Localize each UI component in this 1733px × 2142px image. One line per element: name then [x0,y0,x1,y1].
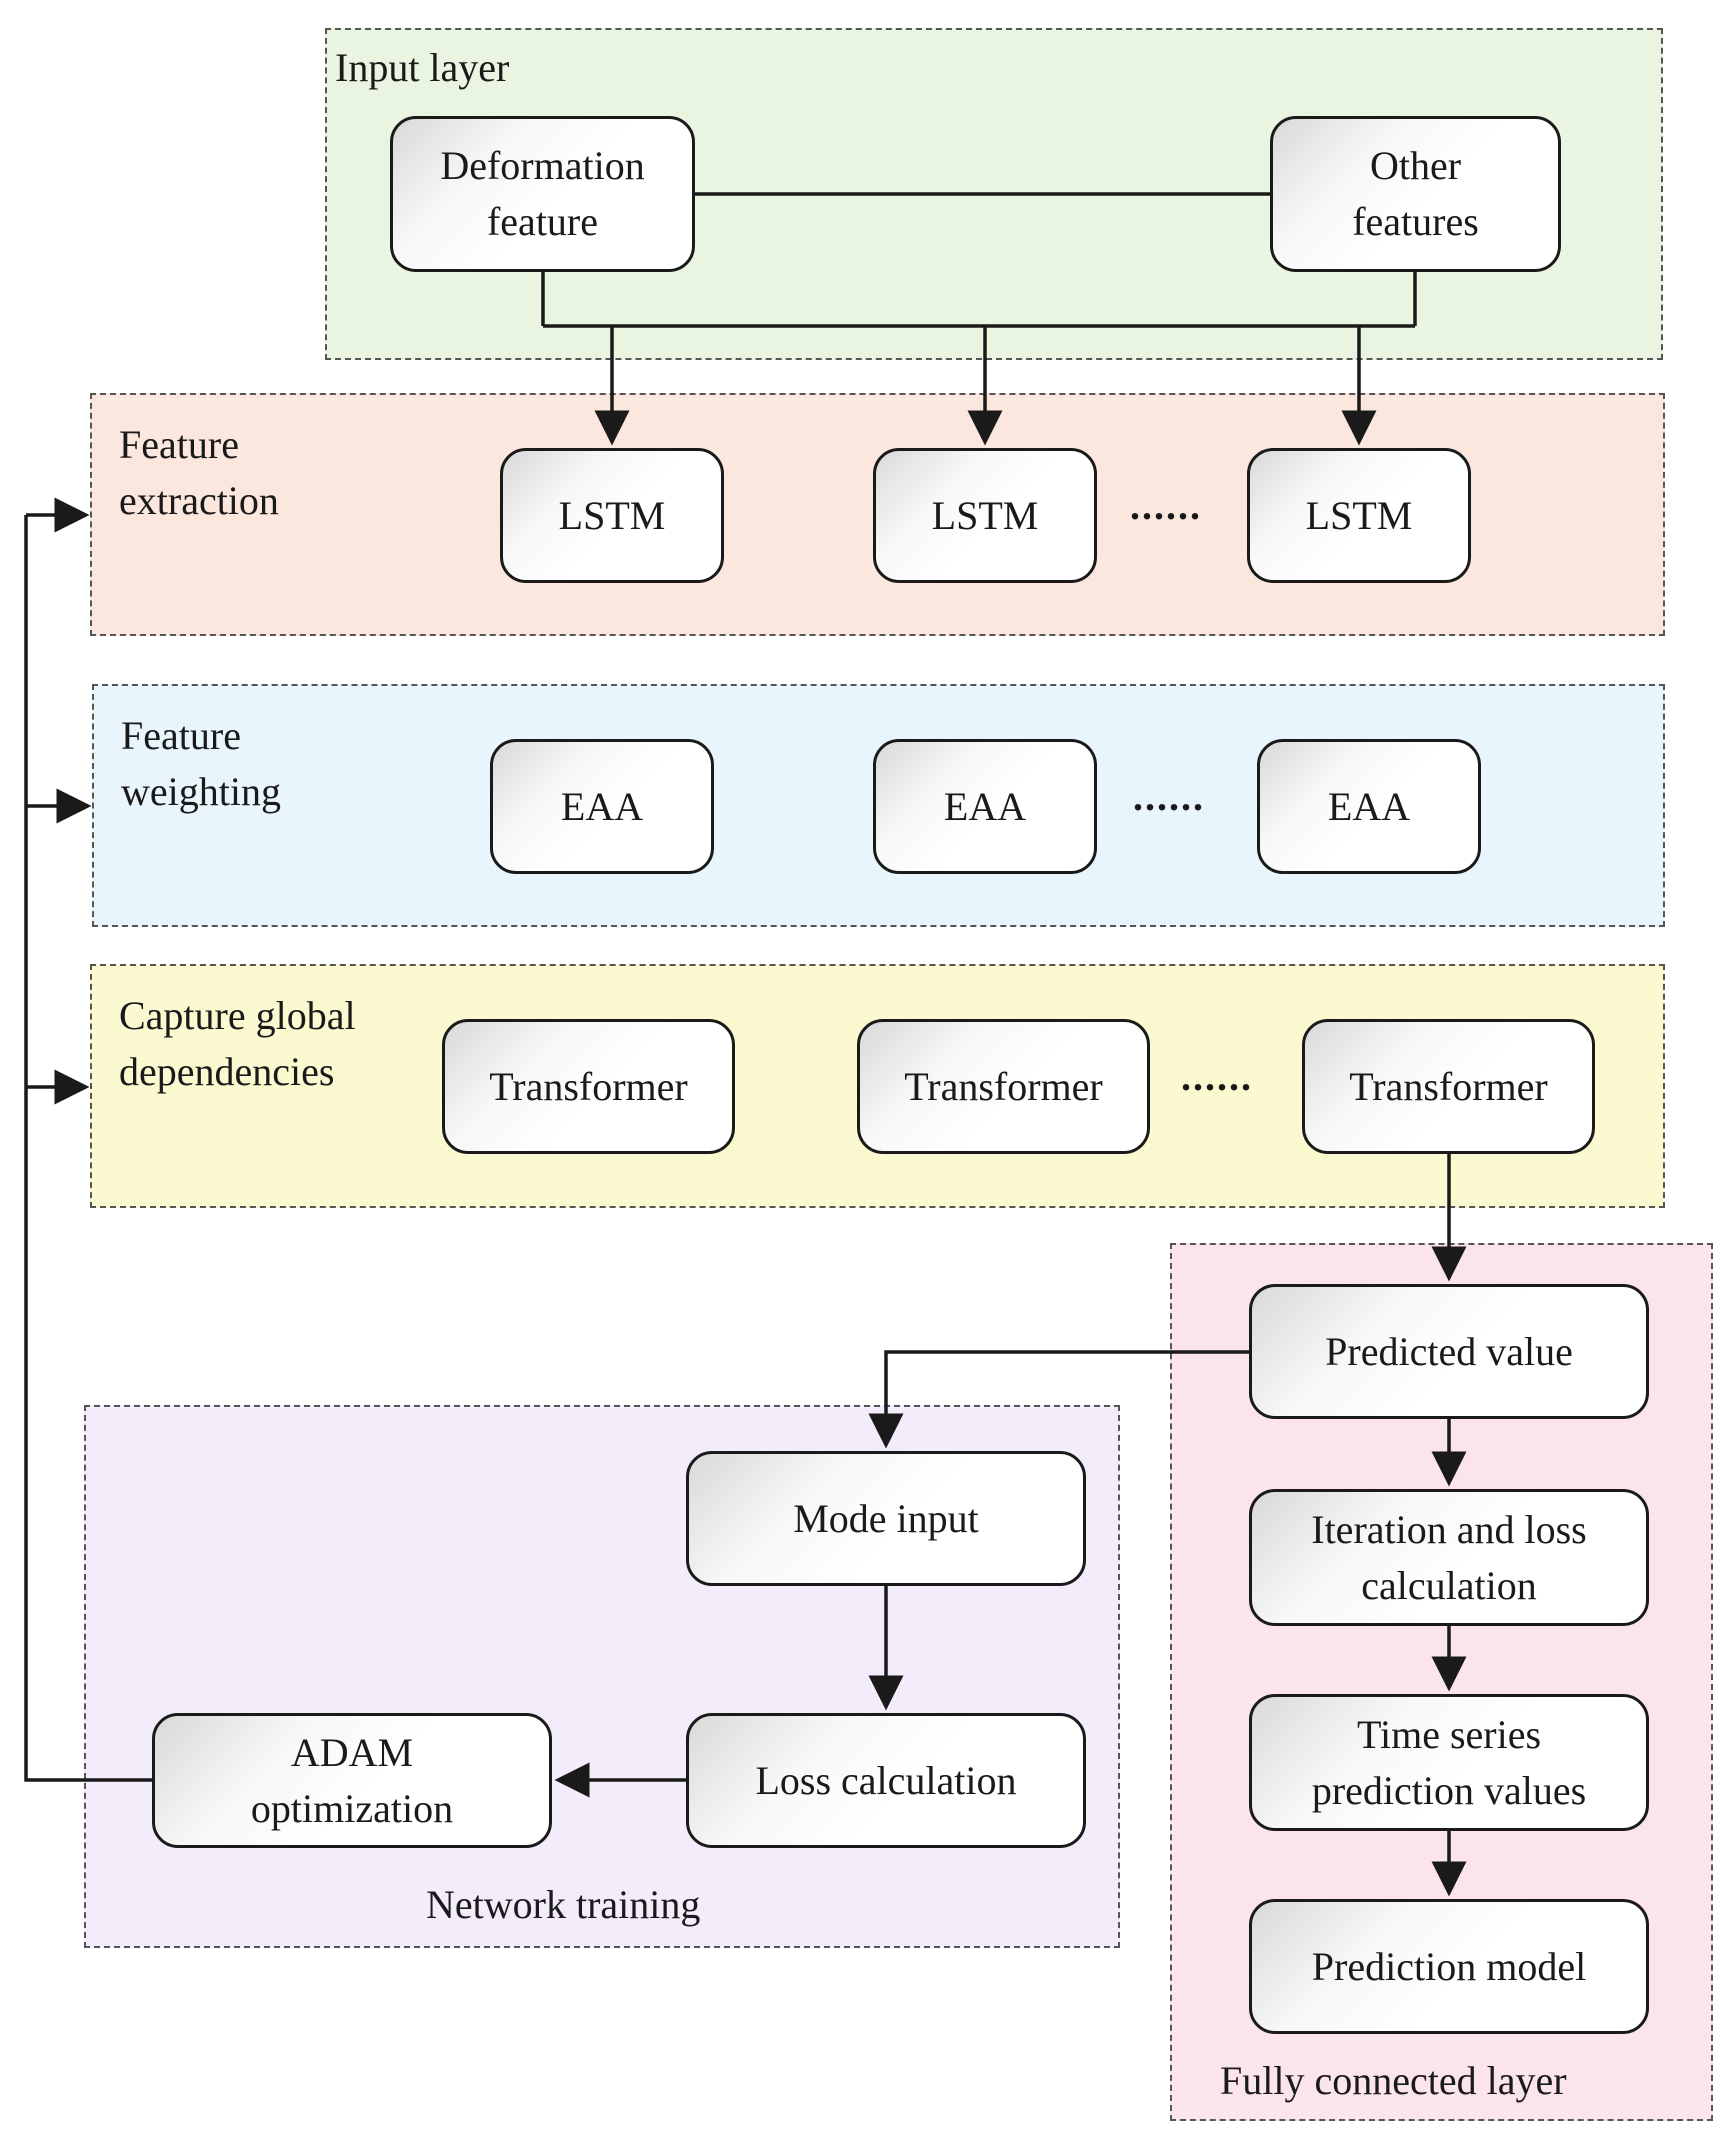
eaa-label-3: EAA [1327,783,1411,829]
other-features-label: Other features [1352,143,1479,244]
eaa-label-1: EAA [560,783,644,829]
transformer-ellipsis: ...... [1181,1054,1253,1099]
adam-optimization-node: ADAM optimization [152,1713,552,1848]
fully-connected-layer-title: Fully connected layer [1220,2058,1567,2103]
time-series-values-node: Time series prediction values [1249,1694,1649,1831]
lstm-label-2: LSTM [931,492,1039,538]
other-features-node: Other features [1270,116,1561,272]
lstm-label-3: LSTM [1305,492,1413,538]
eaa-node-1: EAA [490,739,714,874]
mode-input-node: Mode input [686,1451,1086,1586]
lstm-node-1: LSTM [500,448,724,583]
iteration-loss-node: Iteration and loss calculation [1249,1489,1649,1626]
adam-optimization-label: ADAM optimization [250,1729,454,1831]
transformer-label-1: Transformer [489,1063,688,1109]
loss-calculation-node: Loss calculation [686,1713,1086,1848]
transformer-node-1: Transformer [442,1019,735,1154]
eaa-node-2: EAA [873,739,1097,874]
prediction-model-node: Prediction model [1249,1899,1649,2034]
mode-input-label: Mode input [793,1495,979,1541]
input-layer-title: Input layer [335,45,510,90]
transformer-node-2: Transformer [857,1019,1150,1154]
feature-weighting-title: Feature weighting [121,713,281,814]
lstm-label-1: LSTM [558,492,666,538]
transformer-node-3: Transformer [1302,1019,1595,1154]
eaa-ellipsis: ...... [1133,774,1205,819]
deformation-feature-node: Deformation feature [390,116,695,272]
prediction-model-label: Prediction model [1311,1943,1587,1989]
lstm-node-3: LSTM [1247,448,1471,583]
lstm-node-2: LSTM [873,448,1097,583]
global-dependencies-title: Capture global dependencies [119,993,356,1094]
transformer-label-2: Transformer [904,1063,1103,1109]
eaa-label-2: EAA [943,783,1027,829]
iteration-loss-label: Iteration and loss calculation [1311,1506,1587,1608]
lstm-ellipsis: ...... [1130,483,1202,528]
predicted-value-label: Predicted value [1325,1328,1573,1374]
predicted-value-node: Predicted value [1249,1284,1649,1419]
network-training-title: Network training [426,1882,701,1927]
eaa-node-3: EAA [1257,739,1481,874]
feature-extraction-title: Feature extraction [119,422,279,523]
transformer-label-3: Transformer [1349,1063,1548,1109]
deformation-feature-label: Deformation feature [440,143,645,244]
loss-calculation-label: Loss calculation [755,1757,1017,1803]
time-series-values-label: Time series prediction values [1311,1711,1587,1813]
